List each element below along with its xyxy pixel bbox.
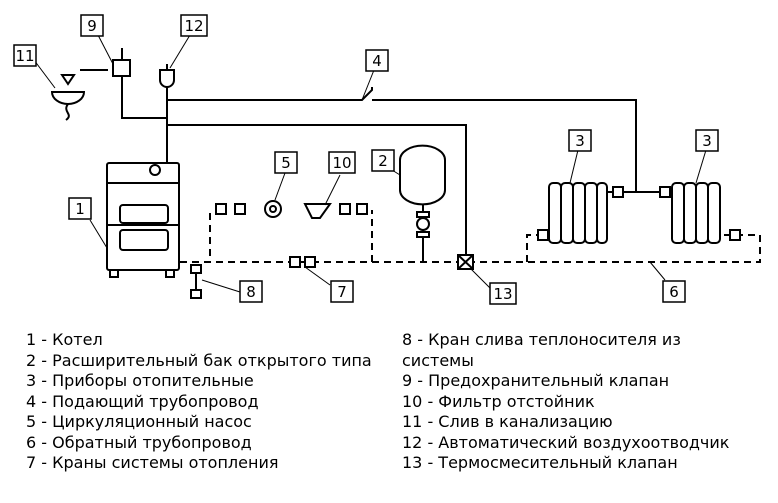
return-pipe — [180, 210, 761, 263]
drain-funnel-11 — [50, 69, 108, 121]
legend-item-13: 13 - Термосмесительный клапан — [402, 453, 678, 472]
legend-item-4: 4 - Подающий трубопровод — [26, 391, 259, 411]
callout-8: 8 — [246, 283, 256, 301]
callout-11: 11 — [15, 47, 34, 65]
legend-item-1: 1 - Котел — [26, 330, 103, 349]
callout-10: 10 — [332, 154, 351, 172]
callout-3a: 3 — [575, 132, 585, 150]
legend-item-3: 3 - Приборы отопительные — [26, 371, 254, 390]
valve-radiator-right-bottom — [729, 229, 741, 241]
circulation-pump — [264, 200, 282, 218]
valve-pump-right — [339, 203, 368, 215]
valve-return-7 — [289, 256, 316, 268]
legend-item-10: 10 - Фильтр отстойник — [402, 391, 595, 411]
callout-1: 1 — [75, 200, 85, 218]
callout-5: 5 — [281, 154, 291, 172]
drain-valve-8 — [190, 264, 202, 299]
callout-4: 4 — [372, 52, 382, 70]
legend-item-9: 9 - Предохранительный клапан — [402, 371, 670, 390]
legend-item-2: 2 - Расширительный бак открытого типа — [26, 350, 372, 370]
filter — [303, 203, 332, 219]
supply-pipe-inner — [167, 124, 467, 262]
callout-6: 6 — [669, 283, 679, 301]
callout-7: 7 — [337, 283, 347, 301]
boiler — [106, 162, 180, 278]
legend-right: 8 - Кран слива теплоносителя из системы … — [402, 330, 742, 474]
heating-system-diagram: 1 2 3 3 4 5 6 7 8 9 10 11 12 13 — [13, 14, 761, 305]
legend-item-11: 11 - Слив в канализацию — [402, 412, 613, 431]
air-vent-12 — [159, 64, 175, 88]
valve-radiator-left-top — [612, 186, 624, 198]
callout-2: 2 — [378, 152, 388, 170]
supply-pipe-top — [167, 87, 637, 192]
radiator-left — [548, 182, 608, 244]
legend-item-12: 12 - Автоматический воздухоотводчик — [402, 432, 730, 452]
callout-9: 9 — [87, 17, 97, 35]
expansion-tank — [399, 144, 446, 238]
valve-pump-left — [215, 203, 246, 215]
radiator-right — [671, 182, 721, 244]
callout-3b: 3 — [702, 132, 712, 150]
thermo-mixing-valve-13 — [457, 254, 474, 270]
valve-radiator-right-top — [659, 186, 671, 198]
legend-item-5: 5 - Циркуляционный насос — [26, 412, 252, 431]
callout-12: 12 — [184, 17, 203, 35]
callout-13: 13 — [493, 285, 512, 303]
safety-valve-9 — [112, 48, 131, 77]
legend-left: 1 - Котел 2 - Расширительный бак открыто… — [26, 330, 386, 474]
safety-branch — [121, 76, 167, 119]
valve-radiator-left-bottom — [537, 229, 549, 241]
legend-item-8: 8 - Кран слива теплоносителя из системы — [402, 330, 686, 370]
legend-item-7: 7 - Краны системы отопления — [26, 453, 279, 472]
legend-item-6: 6 - Обратный трубопровод — [26, 432, 252, 452]
